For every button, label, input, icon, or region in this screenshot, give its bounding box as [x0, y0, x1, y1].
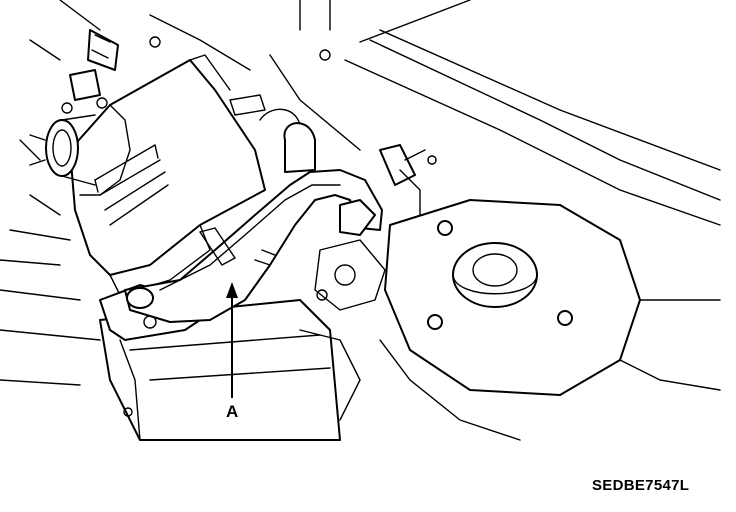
- engine-components: [229, 49, 386, 421]
- breather-hose: [124, 169, 383, 323]
- callout-arrow: [226, 282, 238, 398]
- sensor-connector: [69, 29, 161, 101]
- air-cleaner-housing: [61, 54, 266, 296]
- intake-duct: [29, 114, 96, 186]
- figure-code: SEDBE7547L: [592, 477, 690, 494]
- callout-label: A: [226, 402, 239, 421]
- body-panel-lines: [0, 0, 721, 386]
- strut-tower: [379, 199, 721, 441]
